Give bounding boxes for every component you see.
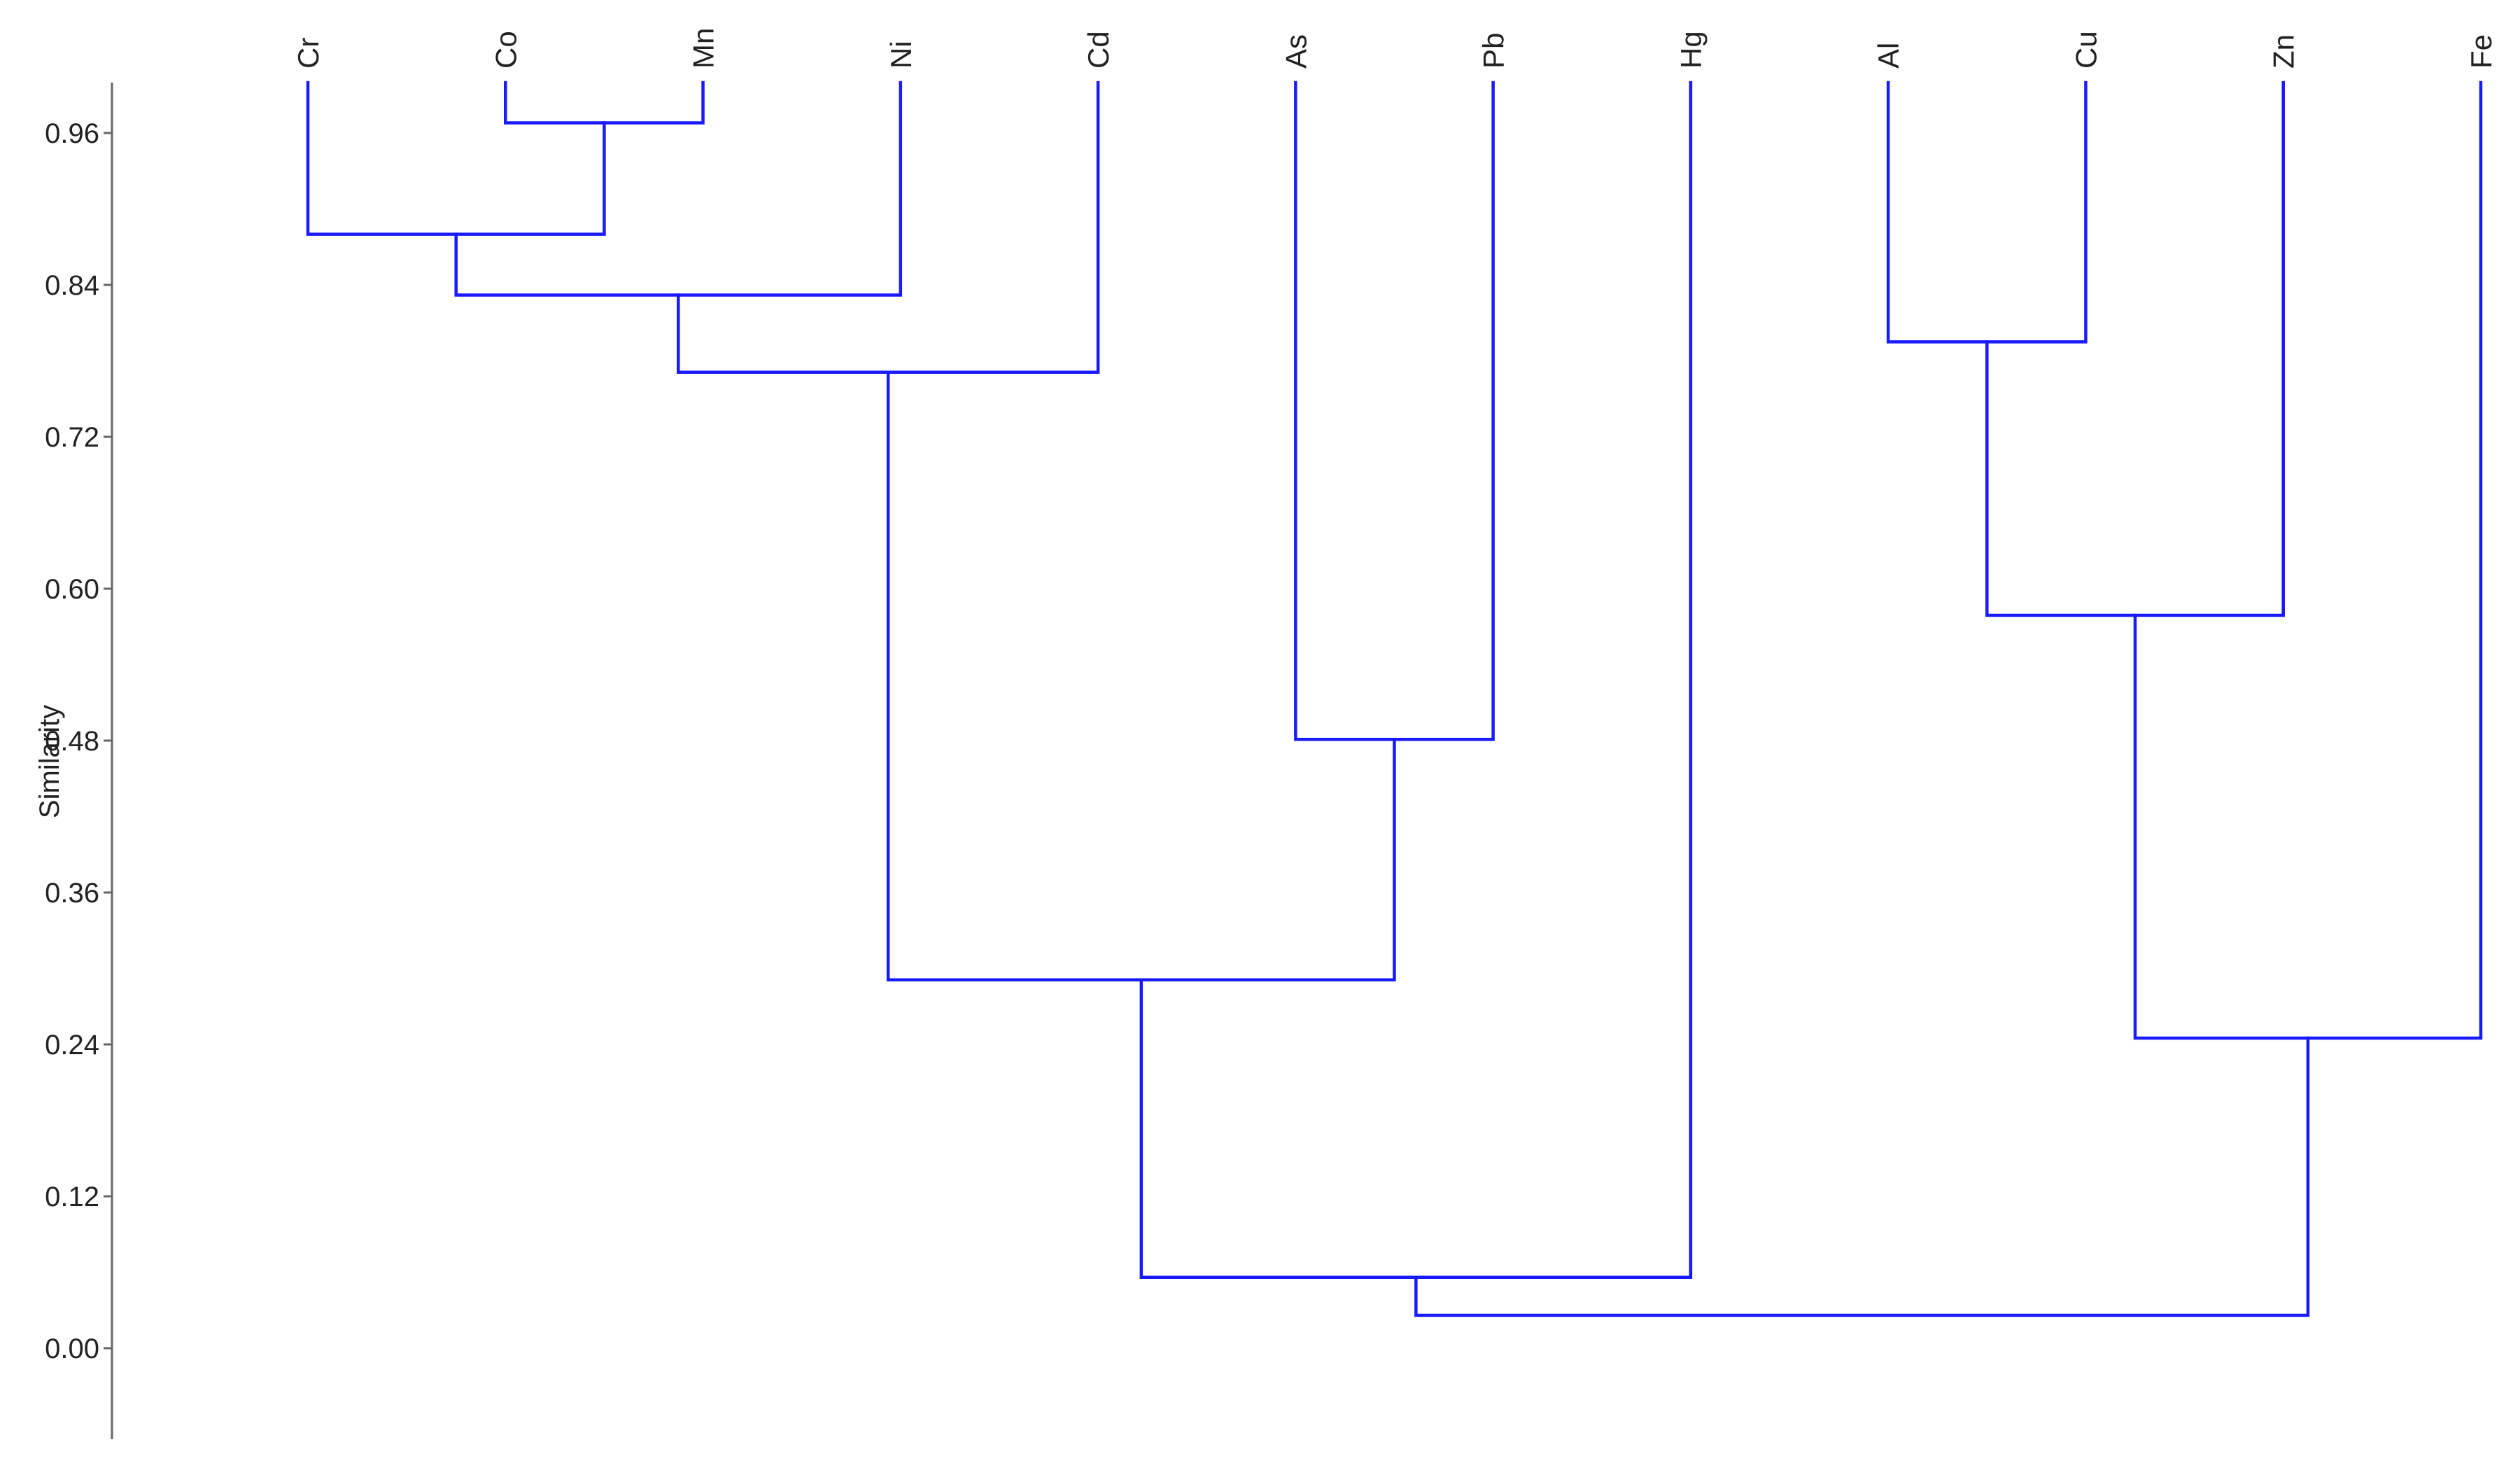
link-n8 xyxy=(886,370,1396,982)
y-tick-label: 0.60 xyxy=(45,574,99,605)
y-axis-title: Similarity xyxy=(34,705,65,818)
y-tick-label: 0.36 xyxy=(45,878,99,909)
leaf-label-fe: Fe xyxy=(2465,34,2498,69)
link-n7 xyxy=(1985,80,2285,617)
y-tick-label: 0.00 xyxy=(45,1334,99,1364)
y-tick-label: 0.12 xyxy=(45,1182,99,1212)
y-axis-ticks: 0.96 0.84 0.72 0.60 0.48 0.36 0.24 0.12 0.00 xyxy=(45,118,112,1364)
leaf-label-al: Al xyxy=(1872,43,1905,69)
leaf-label-cu: Cu xyxy=(2069,31,2102,69)
leaf-label-mn: Mn xyxy=(687,28,720,69)
link-n5 xyxy=(1886,80,2088,344)
link-n4 xyxy=(677,80,1100,374)
leaf-label-ni: Ni xyxy=(885,41,917,69)
leaf-label-zn: Zn xyxy=(2267,34,2300,69)
link-n9 xyxy=(2133,80,2483,1040)
leaf-label-pb: Pb xyxy=(1477,33,1510,69)
leaf-label-cr: Cr xyxy=(292,38,325,69)
y-tick-label: 0.24 xyxy=(45,1030,99,1060)
y-tick-label: 0.84 xyxy=(45,270,99,301)
link-n10 xyxy=(1139,80,1693,1279)
y-tick-label: 0.48 xyxy=(45,726,99,757)
link-n2 xyxy=(306,80,606,236)
leaf-label-as: As xyxy=(1279,34,1312,69)
link-n11 xyxy=(1414,1036,2310,1317)
leaf-label-cd: Cd xyxy=(1082,31,1115,69)
link-n6 xyxy=(1294,80,1495,741)
link-n1 xyxy=(504,80,705,125)
link-n3 xyxy=(454,80,903,297)
y-tick-label: 0.72 xyxy=(45,422,99,453)
leaf-label-hg: Hg xyxy=(1675,31,1708,69)
y-tick-label: 0.96 xyxy=(45,118,99,149)
leaf-labels: Cr Co Mn Ni Cd As Pb Hg Al Cu Zn Fe xyxy=(292,28,2498,69)
leaf-label-co: Co xyxy=(489,31,522,69)
dendrogram-links xyxy=(306,80,2483,1317)
